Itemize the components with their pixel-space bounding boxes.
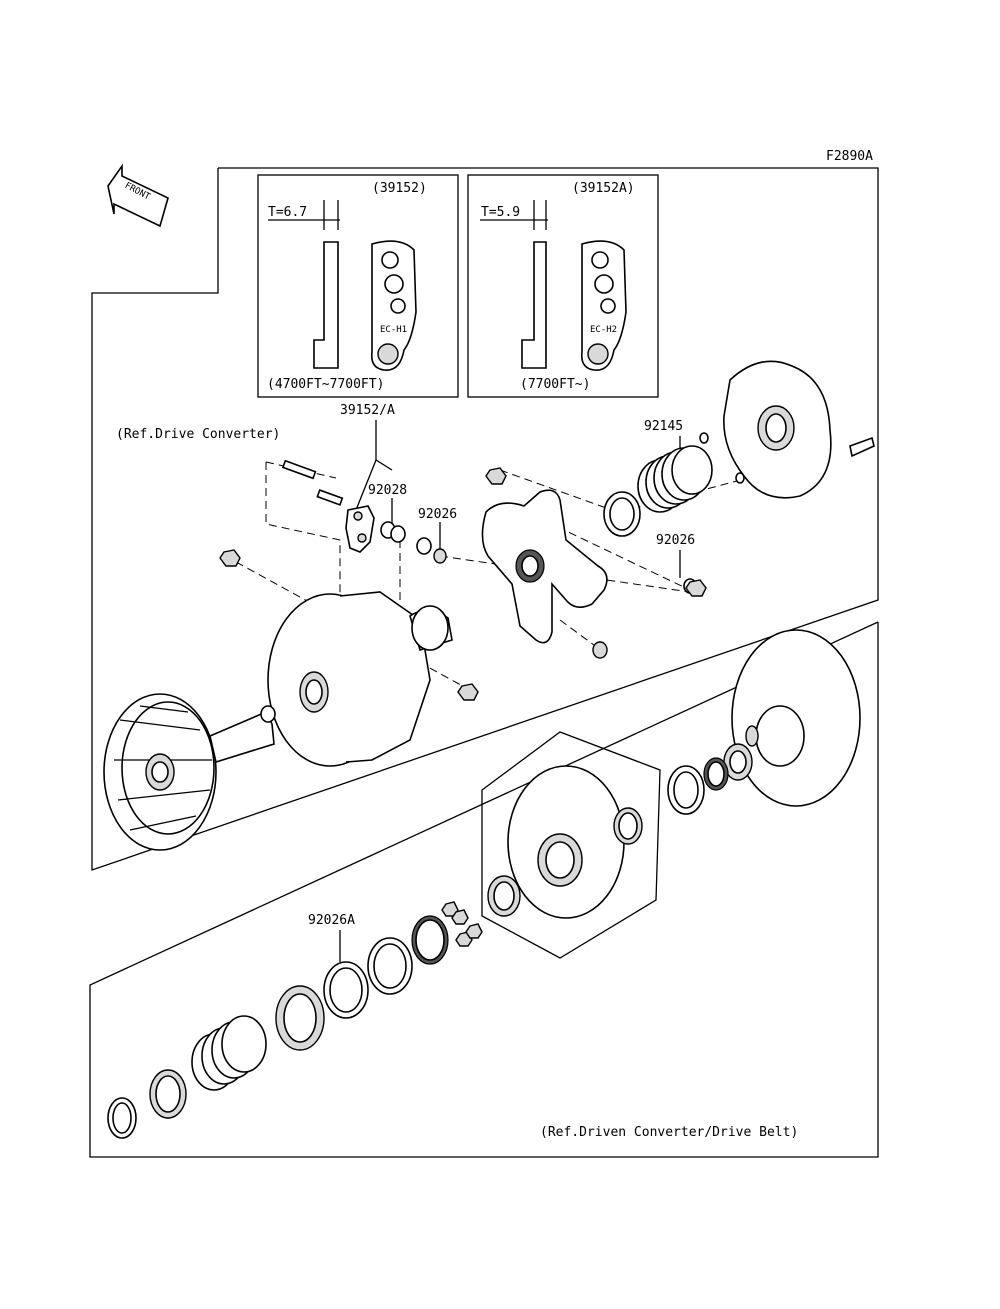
inset-39152A-part-no: (39152A) [572,181,635,196]
movable-sheave [267,591,453,767]
inset-39152-part-no: (39152) [372,181,427,196]
driven-sheave [723,629,861,807]
spider-assembly [481,489,608,644]
inset-39152: (39152) T=6.7 EC-H1 (4700FT~7700FT) [257,174,459,398]
inset-39152A-range: (7700FT~) [520,377,590,392]
bushing-92028 [380,521,406,543]
callout-92145: 92145 [644,419,683,434]
callout-92028: 92028 [368,483,407,498]
callout-92026A: 92026A [308,913,355,928]
lower-stack [275,875,521,1051]
nuts [219,467,707,701]
grease-fittings [441,901,483,947]
weight-pins [281,459,344,506]
callout-92026-upper: 92026 [418,507,457,522]
spring-92145 [637,445,713,513]
rollers-92026 [416,537,697,659]
ref-driven-converter: (Ref.Driven Converter/Drive Belt) [540,1125,798,1140]
spring-seat-washer [603,491,641,537]
drive-converter-frame [91,167,879,871]
inset-39152A-stamp: EC-H2 [590,325,617,335]
front-arrow-icon: FRONT [107,163,169,228]
figure-code: F2890A [826,149,873,164]
driven-spring [191,1015,267,1091]
inset-39152-stamp: EC-H1 [380,325,407,335]
inset-39152A-thickness: T=5.9 [481,205,520,220]
driven-cam-box [481,731,661,959]
inset-39152-thickness: T=6.7 [268,205,307,220]
inset-39152A: (39152A) T=5.9 EC-H2 (7700FT~) [467,174,659,398]
callout-92026-right: 92026 [656,533,695,548]
callout-39152-A: 39152/A [340,403,395,418]
fixed-sheave [103,693,276,851]
inset-39152-range: (4700FT~7700FT) [267,377,384,392]
centrifugal-weight [345,505,375,553]
drive-cover [699,360,875,499]
driven-converter-frame [89,621,879,1158]
ref-drive-converter: (Ref.Drive Converter) [116,427,280,442]
driven-rings [667,757,729,815]
driven-end-parts [107,1069,187,1139]
